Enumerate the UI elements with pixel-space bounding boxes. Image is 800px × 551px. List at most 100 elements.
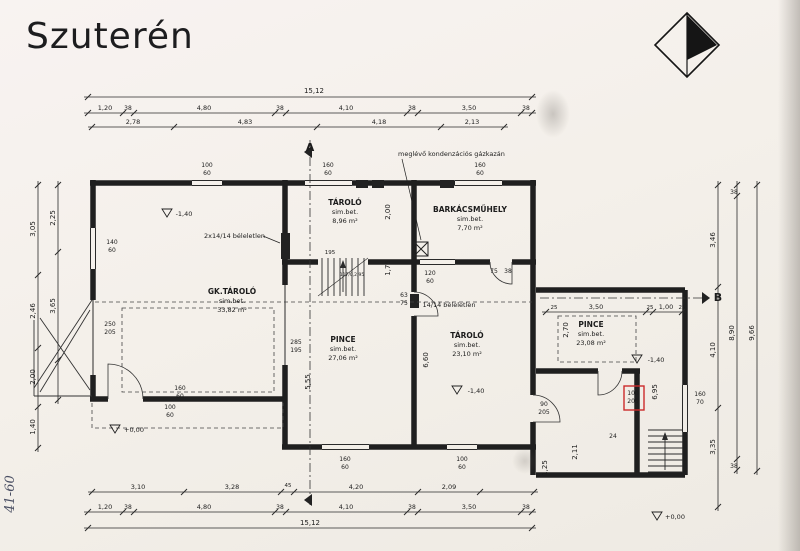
dim-label: 9,66 [748,325,756,341]
dim-label: 45 [285,483,292,489]
dim-label: 1,25 [541,460,549,476]
dim-label: 75 [400,300,408,307]
dim-label: 4,18 [372,118,386,126]
dim-label: 2,25 [49,210,57,226]
dim-label: 24 [609,433,617,440]
dim-label: 195 [290,347,302,354]
dim-label: 25 [647,305,654,311]
dim-label: 15,12 [300,519,320,527]
room-finish: sim.bet. [578,330,604,338]
room-finish: sim.bet. [332,208,358,216]
boiler-note: meglévő kondenzációs gázkazán [398,149,505,158]
dim-label: 38 [504,268,512,275]
room-area: 33,82 m² [217,306,247,314]
dim-label: 60 [324,170,332,177]
dim-label: 63 [400,292,408,299]
dim-label: 1,40 [29,419,37,435]
stairs-annex [648,429,683,473]
dim-label: 160 [694,391,706,398]
dim-label: 2,78 [126,118,140,126]
dim-label: 60 [203,170,211,177]
dim-label: 8,90 [728,325,736,341]
dim-label: 2,11 [571,444,579,460]
dim-label: 160 [339,456,351,463]
dim-label: 195 [325,250,336,256]
section-a-flag [304,146,312,158]
dim-label: 3,50 [589,303,603,311]
stairs-main [317,257,369,297]
room-area: 27,06 m² [328,354,358,362]
page-title: Szuterén [26,16,194,57]
section-mark-b: B [714,291,722,304]
dim-label: 38 [276,504,284,511]
dim-label: 38 [730,189,738,196]
dim-label: 2,00 [29,369,37,385]
dim-label: 3,28 [225,483,239,491]
level-mark: -1,40 [648,356,665,364]
dim-label: 100 [456,456,468,463]
dim-label: 6,60 [422,352,430,368]
dimension-chains [34,93,761,532]
dim-label: 60 [108,247,116,254]
dim-label: 160 [322,162,334,169]
boiler-symbol [262,158,429,257]
dim-label: 3,65 [49,298,57,314]
dim-label: 1,75 [384,260,392,276]
chimney-note-2: 14/14 béleletlen [422,301,475,309]
section-lines [304,140,710,506]
walls [90,180,688,478]
dim-label: 25 [551,305,558,311]
scan-smudge [536,90,570,138]
dim-label: 1,20 [98,503,112,511]
level-mark: +0,00 [124,426,144,434]
room-finish: sim.bet. [330,345,356,353]
dim-label: 117/0,2,95 [340,272,365,278]
exterior-ramp [33,299,93,397]
level-mark: +0,00 [665,513,685,521]
north-arrow-icon [653,11,721,79]
dim-label: 25 [679,305,686,311]
room-finish: sim.bet. [219,297,245,305]
dim-label: 3,35 [709,439,717,455]
dim-label: 3,05 [29,221,37,237]
dim-label: 3,50 [462,104,476,112]
dim-label: 205 [104,329,116,336]
dim-label: 4,80 [197,503,211,511]
level-mark: -1,40 [468,387,485,395]
dim-label: 38 [522,105,530,112]
section-mark-a: A [306,141,315,154]
level-mark: -1,40 [176,210,193,218]
room-name: TÁROLÓ [450,331,483,340]
dim-label: 70 [696,399,704,406]
dimension-labels: meglévő kondenzációs gázkazán 2x14/14 bél… [3,87,756,527]
level-triangles [109,208,663,521]
dim-label: 285 [290,339,302,346]
dim-label: 160 [174,385,186,392]
handwritten-note: 41-60 [3,475,18,513]
dim-label: 38 [124,504,132,511]
dim-label: 4,80 [197,104,211,112]
dim-label: 60 [476,170,484,177]
dim-label: 4,20 [349,483,363,491]
chimney-note: 2x14/14 béleletlen [204,232,265,240]
windows [90,180,688,450]
room-area: 8,96 m² [332,217,358,225]
dim-label: 140 [106,239,118,246]
dim-label: 250 [104,321,116,328]
door-swings [107,261,623,423]
dim-label: 3,50 [462,503,476,511]
dim-label: 60 [426,278,434,285]
dim-label: 2,09 [442,483,456,491]
dim-label: 75 [490,268,498,275]
room-area: 23,10 m² [452,350,482,358]
scan-edge-shadow [778,0,800,551]
dim-label: 60 [458,464,466,471]
dim-label: 5,55 [304,374,312,390]
dim-label: 60 [176,393,184,400]
dim-label: 4,10 [339,104,353,112]
dim-label: 38 [730,463,738,470]
dim-label: 15,12 [304,87,324,95]
dim-label: 1,20 [98,104,112,112]
